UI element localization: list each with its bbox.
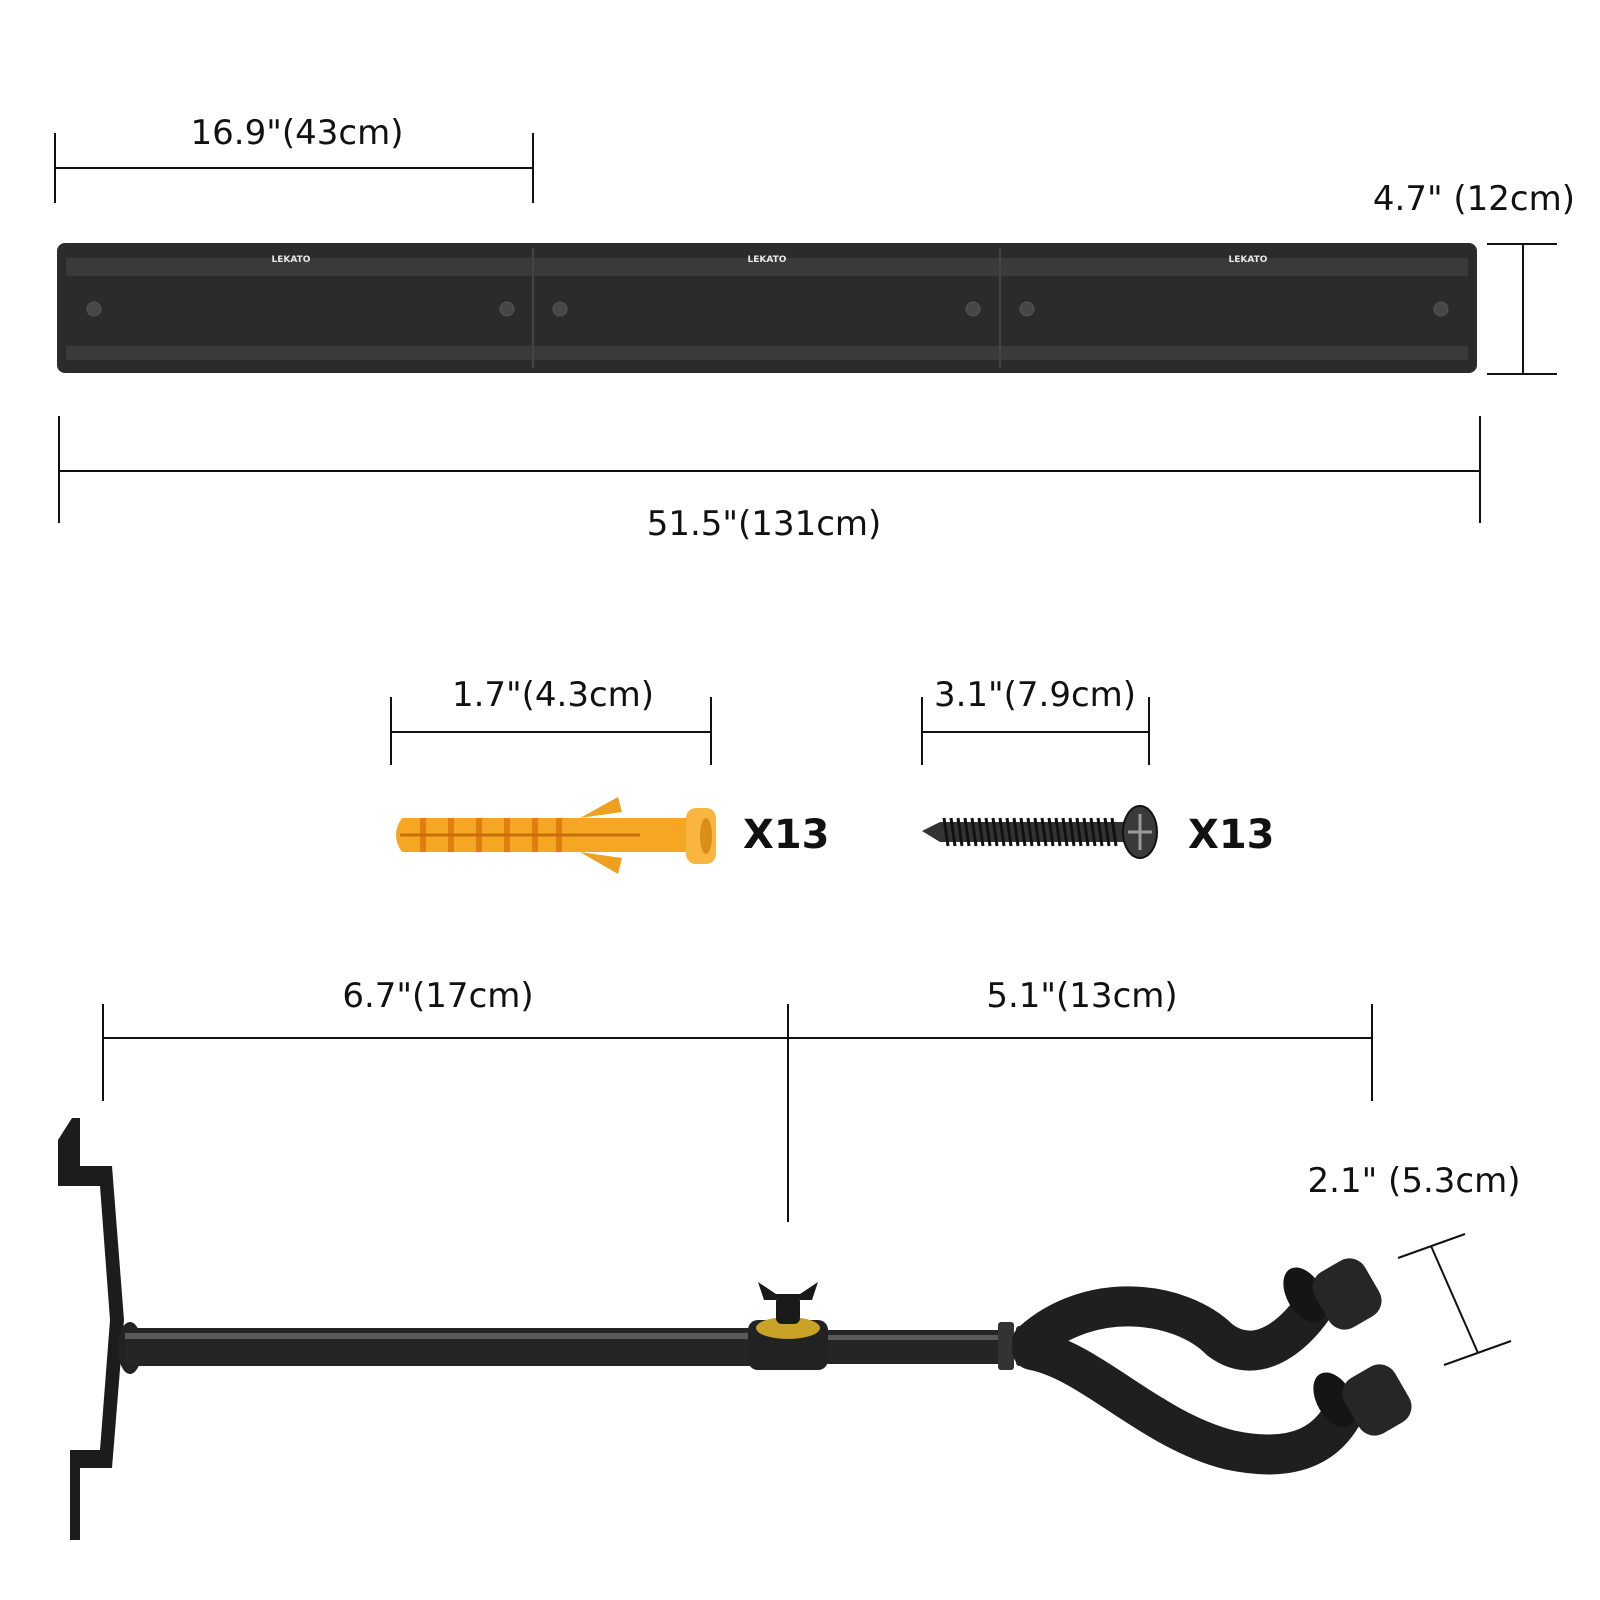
screw-thread (1012, 817, 1020, 847)
rail-section-width-label: 16.9"(43cm) (191, 113, 404, 153)
rail-height-dimension (1487, 243, 1557, 375)
screw-thread (977, 817, 985, 847)
rail-section-dimension (54, 133, 534, 203)
screw-thread (1047, 817, 1055, 847)
screw-thread (1054, 817, 1062, 847)
screw-thread (1075, 817, 1083, 847)
screw-image (922, 805, 1158, 859)
screw-thread (1110, 817, 1118, 847)
screw-thread (949, 817, 957, 847)
screw-thread (956, 817, 964, 847)
screw-thread (963, 817, 971, 847)
rail-total-length-label: 51.5"(131cm) (647, 504, 882, 544)
wall-rail: LEKATO LEKATO LEKATO (57, 243, 1477, 373)
yoke-gap-dimension (1397, 1233, 1512, 1366)
screw-thread (1089, 817, 1097, 847)
rail-brand-label: LEKATO (748, 255, 787, 265)
screw-quantity-label: X13 (1188, 812, 1275, 858)
rail-brand-label: LEKATO (1229, 255, 1268, 265)
rail-screw-holes (86, 301, 1449, 317)
screw-thread (970, 817, 978, 847)
rail-length-dimension (58, 416, 1481, 523)
anchor-dimension (390, 697, 712, 765)
guitar-hanger-image (58, 1118, 1412, 1540)
hanger-arm-length-label: 6.7"(17cm) (342, 976, 533, 1016)
screw-thread (1082, 817, 1090, 847)
screw-thread (1068, 817, 1076, 847)
screw-dimension (921, 697, 1150, 765)
screw-thread (1061, 817, 1069, 847)
screw-length-label: 3.1"(7.9cm) (934, 675, 1136, 715)
screw-thread (1040, 817, 1048, 847)
screw-thread (984, 817, 992, 847)
yoke-lower-knob (1313, 1364, 1412, 1436)
screw-thread (991, 817, 999, 847)
hanger-length-dimension (102, 1004, 1373, 1222)
screw-thread (1103, 817, 1111, 847)
screw-thread (998, 817, 1006, 847)
wall-anchor-image (396, 797, 716, 874)
screw-thread (1026, 817, 1034, 847)
screw-thread (1096, 817, 1104, 847)
yoke-gap-label: 2.1" (5.3cm) (1308, 1161, 1521, 1201)
rail-brand-label: LEKATO (272, 255, 311, 265)
screw-thread (1019, 817, 1027, 847)
anchor-length-label: 1.7"(4.3cm) (452, 675, 654, 715)
screw-thread (1005, 817, 1013, 847)
screw-thread (1033, 817, 1041, 847)
rail-height-label: 4.7" (12cm) (1373, 179, 1575, 219)
hanger-yoke-length-label: 5.1"(13cm) (986, 976, 1177, 1016)
screw-thread (942, 817, 950, 847)
yoke-upper-knob (1283, 1258, 1382, 1330)
anchor-quantity-label: X13 (743, 812, 830, 858)
